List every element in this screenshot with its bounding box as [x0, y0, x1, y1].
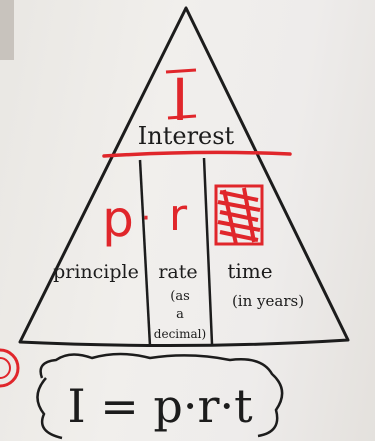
top-letter-serifs [165, 68, 197, 120]
variable-r: r [169, 190, 188, 241]
column-divider-1 [138, 159, 152, 347]
background-shadow [0, 0, 14, 60]
scribbled-t-box [214, 184, 264, 246]
red-circle-mark [0, 348, 20, 388]
variable-p: p [102, 190, 134, 248]
formula-text: I = p·r·t [67, 379, 253, 433]
red-circle-mark-inner [0, 357, 11, 379]
column-divider-2 [202, 157, 214, 345]
label-principle: principle [53, 261, 139, 283]
label-rate-note-3: decimal) [154, 327, 206, 341]
interest-label: Interest [138, 122, 235, 150]
red-divider-line [102, 150, 292, 158]
label-rate-note-1: (as [170, 289, 190, 304]
variable-dot: · [141, 201, 151, 236]
label-rate: rate [158, 261, 197, 283]
label-rate-note-2: a [176, 307, 184, 322]
formula-cloud [36, 352, 284, 440]
label-time: time [227, 259, 272, 283]
triangle-outline [18, 6, 350, 348]
label-time-note: (in years) [232, 292, 304, 310]
